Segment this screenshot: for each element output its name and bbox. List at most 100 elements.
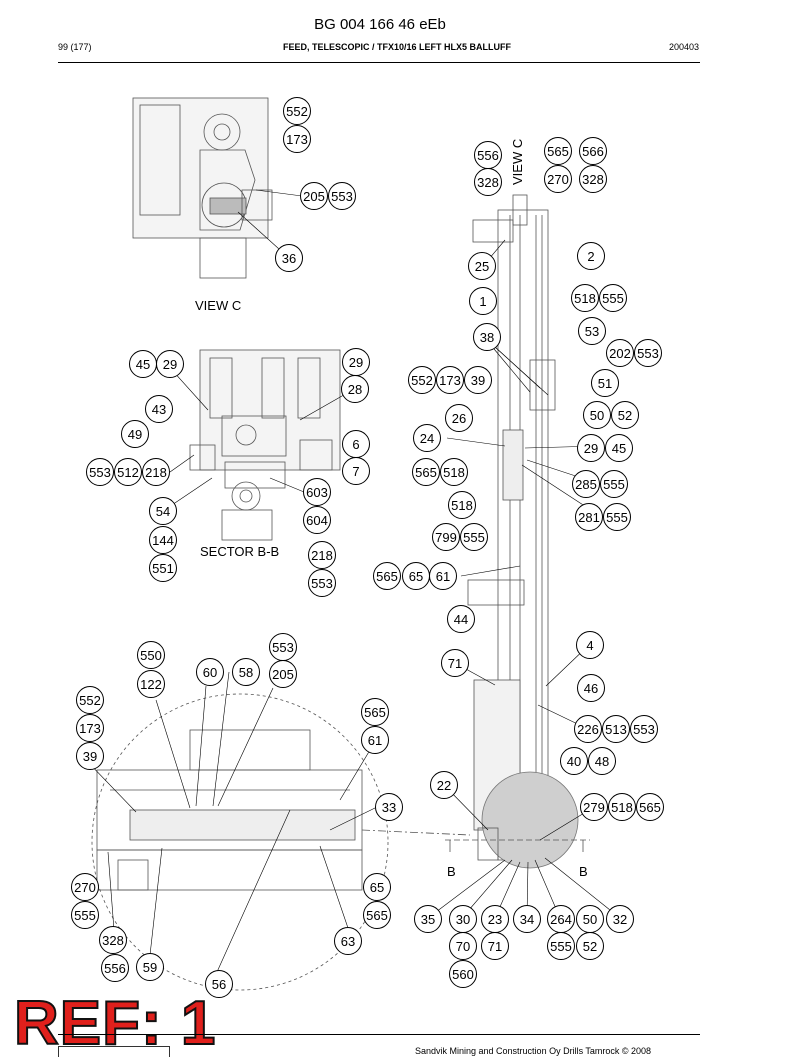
balloon-label: 39 <box>471 373 485 388</box>
balloon-604: 604 <box>303 506 331 534</box>
balloon-label: 51 <box>598 376 612 391</box>
balloon-label: 552 <box>411 373 433 388</box>
balloon-40: 40 <box>560 747 588 775</box>
balloon-61: 61 <box>361 726 389 754</box>
balloon-565: 565 <box>544 137 572 165</box>
balloon-label: 45 <box>136 357 150 372</box>
balloon-label: 218 <box>145 465 167 480</box>
footer-copyright: Sandvik Mining and Construction Oy Drill… <box>415 1046 652 1056</box>
balloon-label: 173 <box>286 132 308 147</box>
balloon-279: 279 <box>580 793 608 821</box>
balloon-label: 29 <box>584 441 598 456</box>
balloon-29: 29 <box>156 350 184 378</box>
balloon-label: 34 <box>520 912 534 927</box>
balloon-565: 565 <box>363 901 391 929</box>
balloon-label: 40 <box>567 754 581 769</box>
balloon-label: 39 <box>83 749 97 764</box>
balloon-328: 328 <box>474 168 502 196</box>
footer-rule <box>58 1034 700 1035</box>
balloon-label: 555 <box>463 530 485 545</box>
balloon-25: 25 <box>468 252 496 280</box>
balloon-555: 555 <box>603 503 631 531</box>
balloon-59: 59 <box>136 953 164 981</box>
balloon-2: 2 <box>577 242 605 270</box>
balloon-label: 173 <box>79 721 101 736</box>
balloon-label: 553 <box>633 722 655 737</box>
balloon-205: 205 <box>269 660 297 688</box>
balloon-39: 39 <box>76 742 104 770</box>
balloon-label: 29 <box>349 355 363 370</box>
balloon-label: 565 <box>415 465 437 480</box>
balloon-label: 551 <box>152 561 174 576</box>
balloon-122: 122 <box>137 670 165 698</box>
balloon-label: 566 <box>582 144 604 159</box>
balloon-label: 328 <box>477 175 499 190</box>
balloon-label: 35 <box>421 912 435 927</box>
date-code: 200403 <box>668 42 699 52</box>
balloon-label: 23 <box>488 912 502 927</box>
balloon-label: 565 <box>639 800 661 815</box>
balloon-label: 799 <box>435 530 457 545</box>
balloon-28: 28 <box>341 375 369 403</box>
balloon-264: 264 <box>547 905 575 933</box>
balloon-52: 52 <box>611 401 639 429</box>
balloon-label: 513 <box>605 722 627 737</box>
balloon-label: 553 <box>311 576 333 591</box>
balloon-label: 556 <box>104 961 126 976</box>
balloon-34: 34 <box>513 905 541 933</box>
balloon-label: 2 <box>587 249 594 264</box>
section-marker-left: B <box>447 864 456 879</box>
balloon-556: 556 <box>474 141 502 169</box>
balloon-565: 565 <box>373 562 401 590</box>
balloon-label: 518 <box>574 291 596 306</box>
page-number: 99 (177) <box>58 42 92 52</box>
balloon-label: 173 <box>439 373 461 388</box>
balloon-555: 555 <box>460 523 488 551</box>
balloon-label: 518 <box>611 800 633 815</box>
balloon-label: 285 <box>575 477 597 492</box>
balloon-52: 52 <box>576 932 604 960</box>
section-marker-right: B <box>579 864 588 879</box>
balloon-71: 71 <box>441 649 469 677</box>
balloon-23: 23 <box>481 905 509 933</box>
balloon-205: 205 <box>300 182 328 210</box>
balloon-518: 518 <box>571 284 599 312</box>
balloon-29: 29 <box>577 434 605 462</box>
balloon-553: 553 <box>630 715 658 743</box>
balloon-65: 65 <box>363 873 391 901</box>
balloon-32: 32 <box>606 905 634 933</box>
balloon-4: 4 <box>576 631 604 659</box>
balloon-54: 54 <box>149 497 177 525</box>
balloon-173: 173 <box>283 125 311 153</box>
balloon-label: 29 <box>163 357 177 372</box>
balloon-label: 45 <box>612 441 626 456</box>
balloon-555: 555 <box>599 284 627 312</box>
balloon-270: 270 <box>544 165 572 193</box>
balloon-label: 555 <box>602 291 624 306</box>
balloon-49: 49 <box>121 420 149 448</box>
balloon-label: 555 <box>74 908 96 923</box>
balloon-label: 202 <box>609 346 631 361</box>
balloon-label: 603 <box>306 485 328 500</box>
balloon-512: 512 <box>114 458 142 486</box>
balloon-328: 328 <box>99 926 127 954</box>
balloon-218: 218 <box>142 458 170 486</box>
balloon-label: 71 <box>488 939 502 954</box>
balloon-60: 60 <box>196 658 224 686</box>
balloon-552: 552 <box>283 97 311 125</box>
balloon-label: 28 <box>348 382 362 397</box>
balloon-285: 285 <box>572 470 600 498</box>
balloon-label: 52 <box>583 939 597 954</box>
balloon-label: 264 <box>550 912 572 927</box>
balloon-799: 799 <box>432 523 460 551</box>
balloon-38: 38 <box>473 323 501 351</box>
balloon-label: 70 <box>456 939 470 954</box>
balloon-label: 58 <box>239 665 253 680</box>
balloon-565: 565 <box>361 698 389 726</box>
balloon-51: 51 <box>591 369 619 397</box>
balloon-label: 30 <box>456 912 470 927</box>
balloon-label: 46 <box>584 681 598 696</box>
balloon-label: 218 <box>311 548 333 563</box>
balloon-70: 70 <box>449 932 477 960</box>
